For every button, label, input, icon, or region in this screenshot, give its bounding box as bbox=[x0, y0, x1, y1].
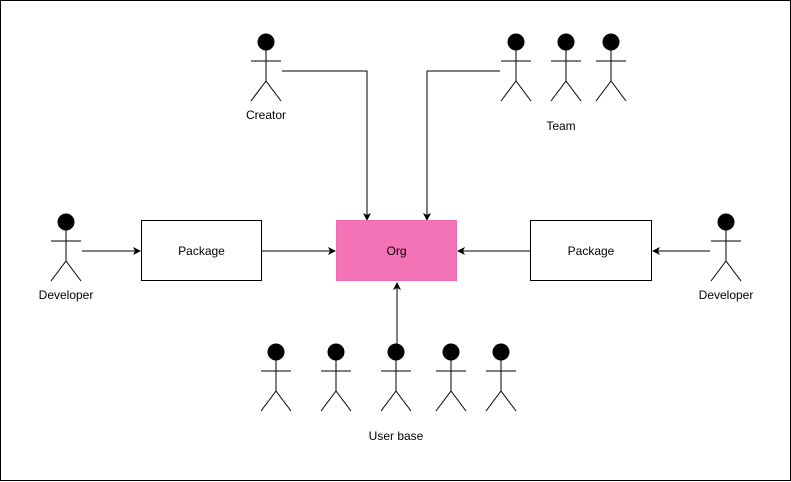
user-1-icon bbox=[260, 343, 292, 412]
package-right-node: Package bbox=[530, 220, 652, 281]
team-member-3-icon bbox=[595, 33, 627, 102]
creator-label: Creator bbox=[245, 108, 287, 122]
package-left-node: Package bbox=[141, 220, 262, 281]
user-5-icon bbox=[485, 343, 517, 412]
developer-left-actor-icon bbox=[50, 213, 82, 282]
creator-to-org-arrow bbox=[282, 70, 371, 221]
team-to-org-arrow bbox=[423, 70, 500, 221]
org-label: Org bbox=[386, 243, 407, 258]
team-label: Team bbox=[546, 119, 576, 133]
package-left-label: Package bbox=[178, 243, 225, 258]
user-3-icon bbox=[380, 343, 412, 412]
developer-right-actor-icon bbox=[710, 213, 742, 282]
package-right-label: Package bbox=[567, 243, 615, 258]
org-node: Org bbox=[336, 220, 457, 281]
team-member-2-icon bbox=[550, 33, 582, 102]
developer-left-label: Developer bbox=[38, 288, 94, 302]
developer-right-label: Developer bbox=[698, 288, 754, 302]
user-base-label: User base bbox=[368, 429, 424, 443]
user-4-icon bbox=[435, 343, 467, 412]
team-member-1-icon bbox=[500, 33, 532, 102]
creator-actor-icon bbox=[250, 33, 282, 102]
user-2-icon bbox=[320, 343, 352, 412]
